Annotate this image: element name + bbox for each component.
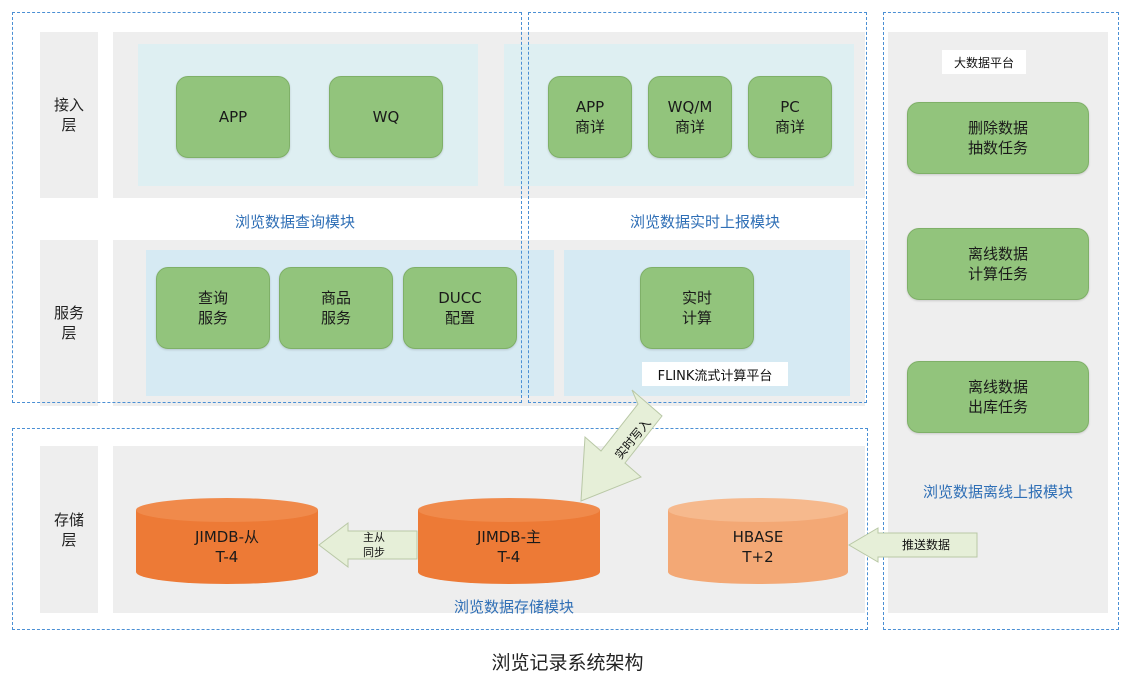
- offline-module-border: [883, 12, 1119, 630]
- storage-module-caption: 浏览数据存储模块: [453, 598, 574, 616]
- jimdb-master-cylinder: [418, 498, 600, 584]
- flink-platform-label: FLINK流式计算平台: [642, 362, 788, 386]
- ducc-config-box: DUCC 配置: [403, 267, 517, 349]
- master-slave-sync-label: 主从 同步: [363, 531, 385, 559]
- realtime-module-caption: 浏览数据实时上报模块: [629, 213, 780, 231]
- goods-service-box: 商品 服务: [279, 267, 393, 349]
- jimdb-master-label: JIMDB-主 T-4: [476, 528, 542, 566]
- offline-export-task-box: 离线数据 出库任务: [907, 361, 1089, 433]
- pc-detail-box: PC 商详: [748, 76, 832, 158]
- query-module-border: [12, 12, 522, 403]
- storage-module-border: [12, 428, 868, 630]
- offline-module-caption: 浏览数据离线上报模块: [922, 483, 1073, 501]
- query-service-box: 查询 服务: [156, 267, 270, 349]
- push-data-label: 推送数据: [901, 538, 950, 552]
- diagram-title: 浏览记录系统架构: [491, 652, 644, 674]
- realtime-module-border: [528, 12, 867, 403]
- push-data-arrow: [848, 527, 978, 563]
- query-module-caption: 浏览数据查询模块: [234, 213, 355, 231]
- realtime-calc-box: 实时 计算: [640, 267, 754, 349]
- service-layer-label: 服务 层: [40, 240, 98, 406]
- access-layer-label: 接入 层: [40, 32, 98, 198]
- hbase-label: HBASE T+2: [732, 528, 784, 566]
- offline-calc-task-box: 离线数据 计算任务: [907, 228, 1089, 300]
- wqm-detail-box: WQ/M 商详: [648, 76, 732, 158]
- jimdb-slave-label: JIMDB-从 T-4: [194, 528, 260, 566]
- big-data-platform-label: 大数据平台: [942, 50, 1026, 74]
- hbase-cylinder: [668, 498, 848, 584]
- app-detail-box: APP 商详: [548, 76, 632, 158]
- delete-task-box: 删除数据 抽数任务: [907, 102, 1089, 174]
- storage-layer-label: 存储 层: [40, 446, 98, 613]
- master-slave-sync-arrow: [318, 521, 418, 569]
- jimdb-slave-cylinder: [136, 498, 318, 584]
- app-box: APP: [176, 76, 290, 158]
- wq-box: WQ: [329, 76, 443, 158]
